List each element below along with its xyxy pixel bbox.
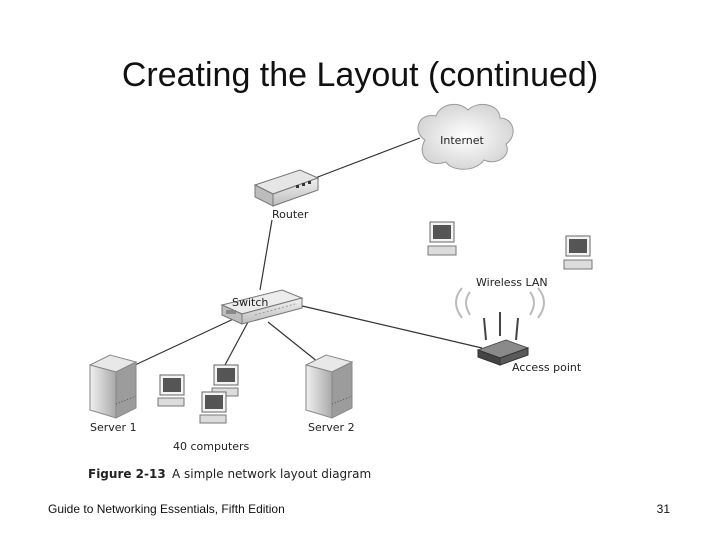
server1-label: Server 1 [90, 421, 137, 434]
wireless-workstation-icon [563, 235, 593, 270]
wireless-signal-icon [455, 287, 545, 319]
wireless-lan-label: Wireless LAN [476, 276, 548, 289]
computers-label: 40 computers [173, 440, 250, 453]
wireless-workstation-icon [427, 221, 457, 256]
access-point-icon [476, 312, 530, 366]
link-router-switch [259, 219, 273, 291]
server2-label: Server 2 [308, 421, 355, 434]
server1-icon [88, 354, 138, 419]
workstation-icon [199, 391, 227, 424]
link-switch-server1 [134, 314, 243, 366]
access-point-label: Access point [512, 361, 582, 374]
figure-caption: A simple network layout diagram [172, 467, 371, 481]
switch-icon [220, 289, 304, 325]
router-icon [253, 169, 320, 207]
slide-title: Creating the Layout (continued) [121, 56, 599, 94]
figure-number: Figure 2-13 [88, 467, 166, 481]
connection-lines [134, 137, 483, 366]
workstation-icon [157, 374, 185, 407]
switch-label: Switch [232, 296, 268, 309]
workstation-icon [211, 364, 239, 397]
footer-text: Guide to Networking Essentials, Fifth Ed… [48, 502, 285, 516]
internet-cloud-icon [417, 103, 514, 170]
link-switch-computers [224, 321, 249, 366]
server2-icon [304, 354, 354, 419]
internet-label: Internet [440, 134, 484, 147]
link-switch-server2 [267, 321, 319, 363]
router-label: Router [272, 208, 309, 221]
link-switch-accesspoint [297, 304, 483, 349]
link-router-internet [309, 137, 421, 181]
page-number: 31 [656, 502, 670, 516]
